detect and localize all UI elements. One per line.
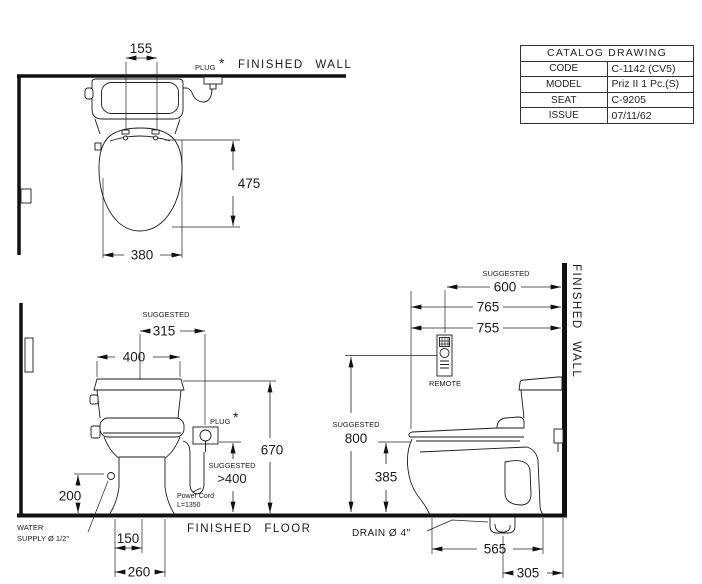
title-block-value: 07/11/62 <box>606 107 694 124</box>
plug-asterisk-front: * <box>233 409 239 425</box>
dim-155: 155 <box>130 41 153 56</box>
side-bidet-unit <box>496 416 525 429</box>
plan-body-edge-right <box>174 118 181 135</box>
plan-body-edge-left <box>94 118 101 135</box>
dim-305: 305 <box>517 566 540 581</box>
drain-pipe <box>489 517 516 534</box>
front-view: Power Cord L=1350 PLUG * SUGGESTED 315 4… <box>17 303 567 580</box>
dim-315: 315 <box>153 324 176 339</box>
remote-label: REMOTE <box>429 379 461 388</box>
dim-600: 600 <box>494 280 517 295</box>
front-side-tab <box>90 425 101 439</box>
front-seat <box>99 417 185 438</box>
plan-view: 155 475 380 PLUG * FINISHED WALL <box>17 41 352 263</box>
dim-670: 670 <box>261 443 284 458</box>
plug-asterisk-top: * <box>219 55 225 71</box>
remote-buttons <box>440 360 449 369</box>
title-block: CATALOG DRAWING CODE C-1142 (CV5) MODEL … <box>520 45 694 124</box>
suggested-gt400: SUGGESTED <box>208 461 256 470</box>
plug-label-top: PLUG <box>195 63 216 72</box>
water-supply-label-2: SUPPLY Ø 1/2" <box>17 534 69 543</box>
front-bowl-left <box>103 436 120 516</box>
power-cord-label-2: L=1350 <box>177 502 201 509</box>
dim-200: 200 <box>59 489 82 504</box>
dim-755: 755 <box>477 321 500 336</box>
remote-dial <box>439 348 450 358</box>
finished-wall-label-top: FINISHED WALL <box>238 59 352 71</box>
side-seat-bottom <box>408 431 524 442</box>
remote-keypad <box>439 337 450 347</box>
plan-seat-back-arc <box>109 135 171 142</box>
side-bowl-rim <box>419 446 545 516</box>
water-supply-leader <box>87 480 109 533</box>
front-tank-lid <box>93 378 185 391</box>
dim-380: 380 <box>131 248 154 263</box>
plan-flush-handle <box>84 87 94 100</box>
plan-hinge-left <box>121 129 130 135</box>
title-block-value: C-9205 <box>606 91 694 109</box>
plan-wall-fixture <box>20 188 32 204</box>
remote-keypad-grid <box>439 337 450 347</box>
front-bowl-right <box>164 436 181 516</box>
plan-plug-pin <box>209 83 217 90</box>
front-tank-right <box>177 389 182 419</box>
plan-hinge-right <box>151 129 160 135</box>
side-tank-lid <box>518 376 563 391</box>
side-view: REMOTE SUGGESTED 600 765 755 SUGGESTED 8… <box>332 263 582 581</box>
title-block-value: C-1142 (CV5) <box>606 60 694 78</box>
front-power-cord <box>182 440 205 495</box>
water-supply-label-1: WATER <box>17 523 44 532</box>
power-cord-label-1: Power Cord <box>177 493 214 500</box>
suggested-800: SUGGESTED <box>332 420 380 429</box>
side-tank-front <box>520 389 525 419</box>
dim-400: 400 <box>123 350 146 365</box>
title-block-label: CODE <box>520 60 608 78</box>
plan-tank-lid <box>101 82 179 114</box>
front-tank-left <box>96 389 101 419</box>
dim-475: 475 <box>238 176 261 191</box>
plan-hinge-bolt-right <box>153 135 158 141</box>
finished-floor-label: FINISHED FLOOR <box>187 523 311 535</box>
drain-pipe-inner <box>494 523 511 533</box>
power-cord-leader <box>192 487 202 493</box>
plan-power-cord <box>183 87 213 103</box>
suggested-315: SUGGESTED <box>142 310 190 319</box>
front-wall-fixture <box>24 337 34 373</box>
title-block-value: Priz II 1 Pc.(S) <box>606 76 694 93</box>
dim-150: 150 <box>117 531 140 546</box>
title-block-label: ISSUE <box>520 107 608 124</box>
dim-765: 765 <box>477 300 500 315</box>
plan-plug-outlet <box>203 76 223 85</box>
dim-800: 800 <box>345 431 368 446</box>
plug-label-front: PLUG <box>210 417 231 426</box>
front-flush-button <box>89 394 99 405</box>
drain-label: DRAIN Ø 4" <box>352 528 411 539</box>
dim-gt400: >400 <box>217 471 246 486</box>
dim-260: 260 <box>128 565 151 580</box>
side-seat-top <box>411 427 498 433</box>
title-block-label: MODEL <box>520 76 608 93</box>
finished-wall-label-right: FINISHED WALL <box>570 264 582 378</box>
side-trapway <box>504 460 532 506</box>
plan-seat-oval <box>98 127 183 232</box>
drain-leader <box>426 519 489 532</box>
title-block-title: CATALOG DRAWING <box>520 45 694 62</box>
title-block-label: SEAT <box>520 91 608 109</box>
side-bowl-front <box>407 438 431 516</box>
suggested-600: SUGGESTED <box>482 269 530 278</box>
side-inlet-fitting <box>553 428 564 444</box>
dim-565: 565 <box>484 542 507 557</box>
plan-side-fitting <box>94 142 102 151</box>
water-supply-point <box>107 472 115 480</box>
dim-385: 385 <box>375 470 398 485</box>
plan-hinge-bolt-left <box>123 135 128 141</box>
plan-tank-outer <box>91 78 184 120</box>
